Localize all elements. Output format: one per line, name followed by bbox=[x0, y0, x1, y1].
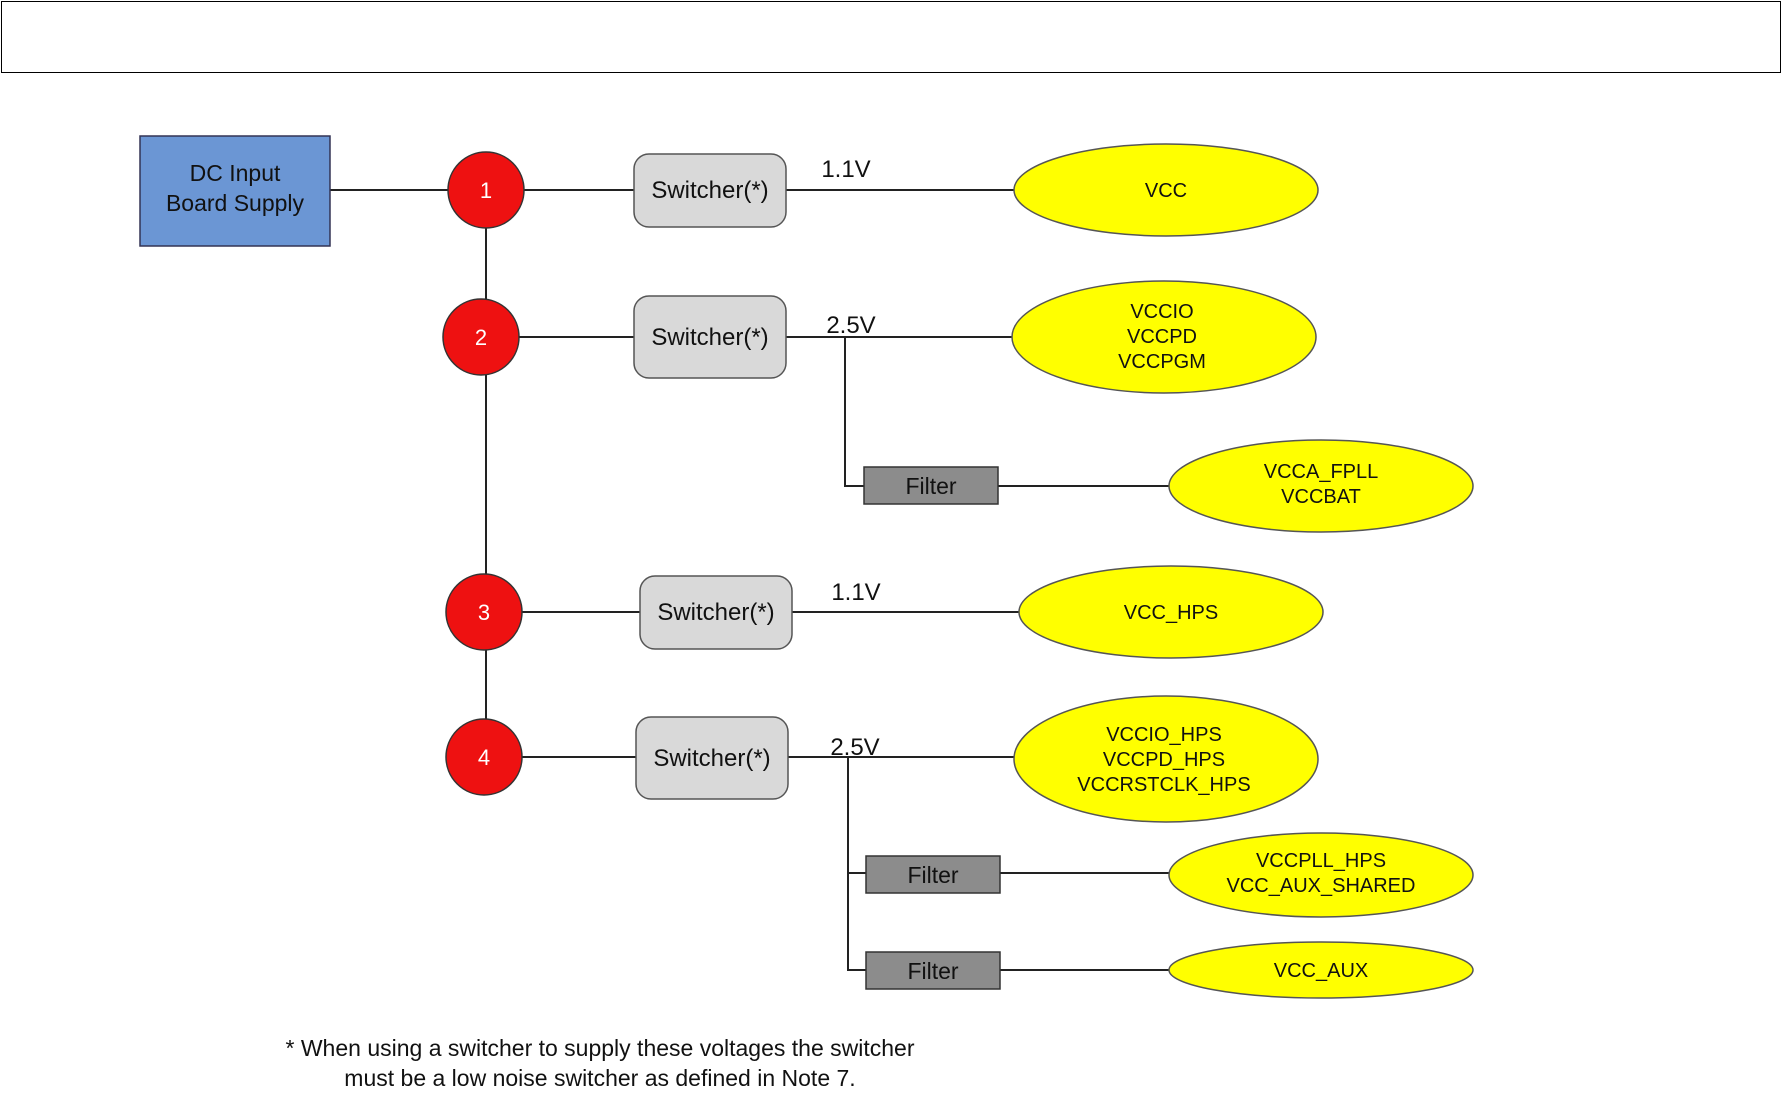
load-vccpd-hps: VCCPD_HPS bbox=[1103, 749, 1225, 771]
voltage-label-rail2: 2.5V bbox=[826, 312, 875, 339]
load-rail1: VCC bbox=[1013, 143, 1319, 237]
title-bar bbox=[1, 1, 1781, 73]
switcher-4: Switcher(*) bbox=[635, 716, 789, 800]
node-3: 3 bbox=[445, 573, 523, 651]
load-vcc-aux-shared: VCC_AUX_SHARED bbox=[1227, 875, 1416, 897]
filter-rail4-2-label: Filter bbox=[907, 958, 958, 984]
dc-input-label-line2: Board Supply bbox=[166, 190, 305, 216]
node-4-label: 4 bbox=[478, 745, 490, 770]
node-4: 4 bbox=[445, 718, 523, 796]
switcher-3: Switcher(*) bbox=[639, 575, 793, 650]
switcher-1: Switcher(*) bbox=[633, 153, 787, 228]
load-rail2: VCCIO VCCPD VCCPGM bbox=[1011, 280, 1317, 394]
filter-rail4-2: Filter bbox=[865, 951, 1001, 990]
load-vccpll-hps: VCCPLL_HPS bbox=[1256, 850, 1386, 872]
node-1-label: 1 bbox=[480, 178, 492, 203]
voltage-label-rail1: 1.1V bbox=[821, 156, 870, 183]
load-vccio: VCCIO bbox=[1130, 301, 1193, 323]
load-vcca-fpll: VCCA_FPLL bbox=[1264, 461, 1379, 483]
node-2: 2 bbox=[442, 298, 520, 376]
dc-input-supply: DC Input Board Supply bbox=[139, 135, 331, 247]
load-rail2-filter: VCCA_FPLL VCCBAT bbox=[1168, 439, 1474, 533]
load-vccrstclk-hps: VCCRSTCLK_HPS bbox=[1077, 774, 1250, 796]
footnote: * When using a switcher to supply these … bbox=[230, 1033, 970, 1093]
dc-input-label-line1: DC Input bbox=[190, 160, 281, 186]
switcher-2-label: Switcher(*) bbox=[651, 324, 768, 351]
load-rail3: VCC_HPS bbox=[1018, 565, 1324, 659]
load-vcc-hps: VCC_HPS bbox=[1124, 602, 1218, 624]
filter-rail2: Filter bbox=[863, 466, 999, 505]
load-vccpd: VCCPD bbox=[1127, 326, 1197, 348]
switcher-4-label: Switcher(*) bbox=[653, 745, 770, 772]
load-rail4-filter1: VCCPLL_HPS VCC_AUX_SHARED bbox=[1168, 832, 1474, 918]
node-1: 1 bbox=[447, 151, 525, 229]
load-rail4: VCCIO_HPS VCCPD_HPS VCCRSTCLK_HPS bbox=[1013, 695, 1319, 823]
load-vcc: VCC bbox=[1145, 180, 1187, 202]
filter-rail2-label: Filter bbox=[905, 473, 956, 499]
filter-rail4-1: Filter bbox=[865, 855, 1001, 894]
load-vcc-aux: VCC_AUX bbox=[1274, 960, 1368, 982]
switcher-3-label: Switcher(*) bbox=[657, 599, 774, 626]
load-vccbat: VCCBAT bbox=[1281, 486, 1361, 508]
load-rail4-filter2: VCC_AUX bbox=[1168, 941, 1474, 999]
switcher-2: Switcher(*) bbox=[633, 295, 787, 379]
connection-lines bbox=[330, 189, 1169, 971]
footnote-line1: * When using a switcher to supply these … bbox=[285, 1035, 915, 1061]
filter-rail4-1-label: Filter bbox=[907, 862, 958, 888]
node-3-label: 3 bbox=[478, 600, 490, 625]
footnote-line2: must be a low noise switcher as defined … bbox=[344, 1065, 856, 1091]
switcher-1-label: Switcher(*) bbox=[651, 177, 768, 204]
voltage-label-rail4: 2.5V bbox=[830, 734, 879, 761]
load-vccpgm: VCCPGM bbox=[1118, 351, 1206, 373]
node-2-label: 2 bbox=[475, 325, 487, 350]
voltage-label-rail3: 1.1V bbox=[831, 579, 880, 606]
load-vccio-hps: VCCIO_HPS bbox=[1106, 724, 1222, 746]
